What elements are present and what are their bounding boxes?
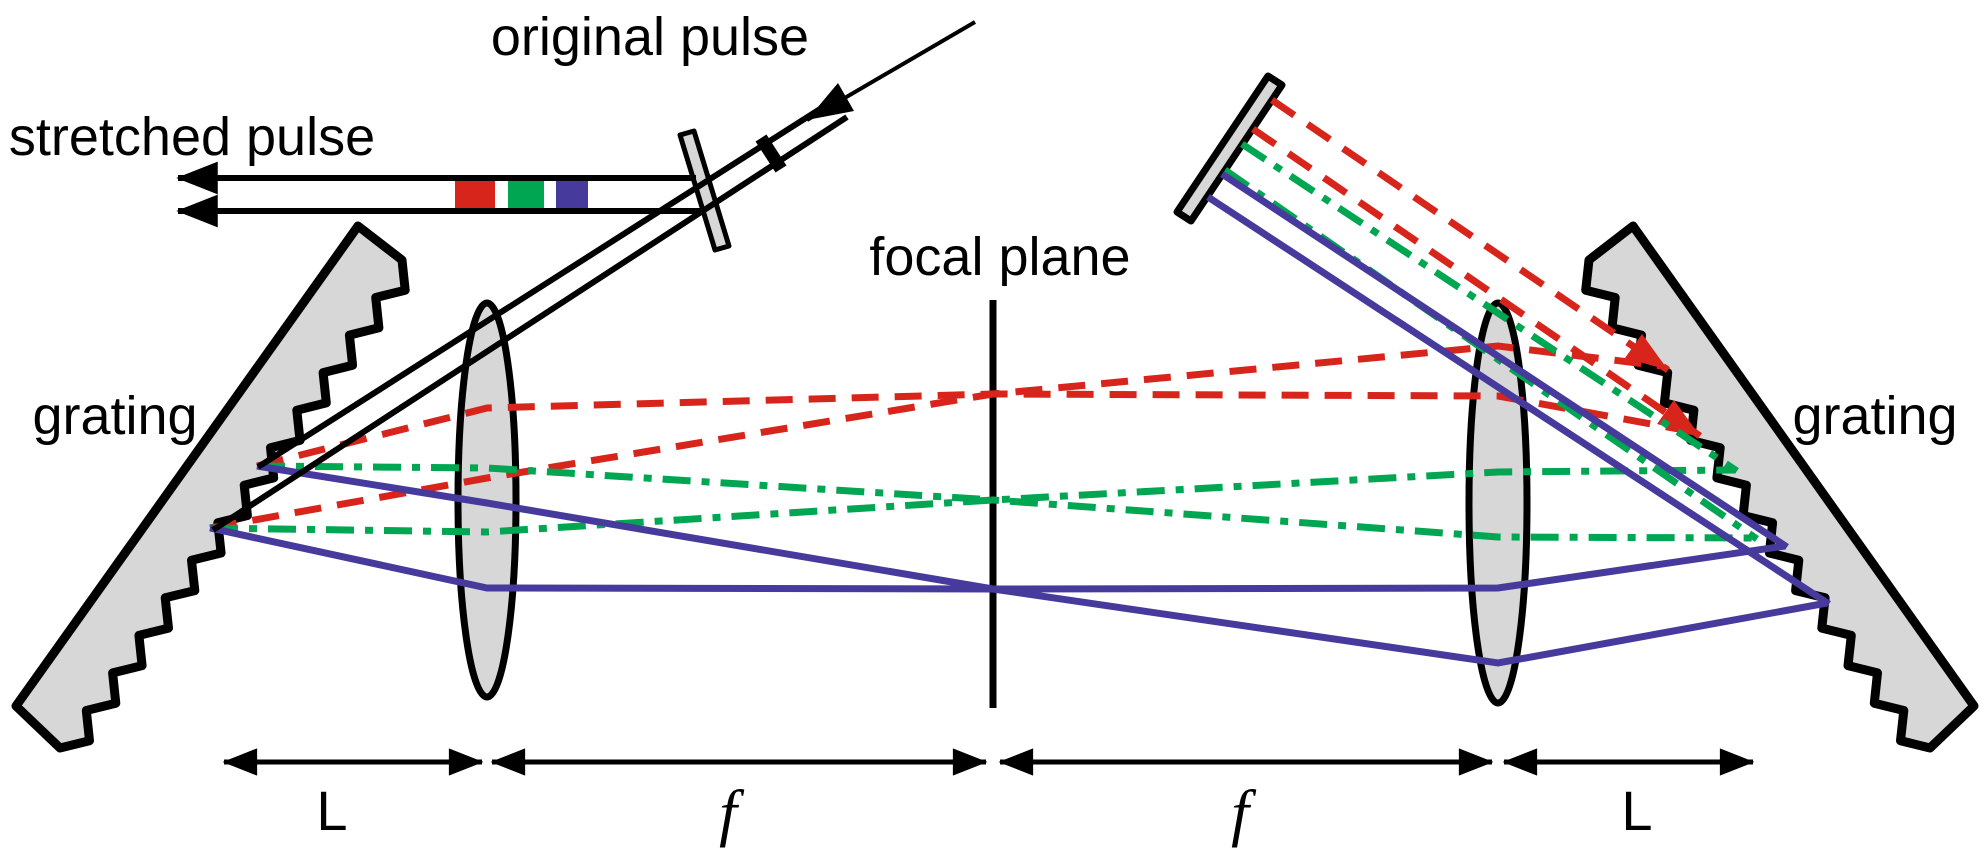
stretched-pulse-beam: [176, 161, 706, 228]
green-ray-mirror-1: [1240, 141, 1739, 474]
dim-label-l-left: L: [316, 779, 347, 842]
blue-ray-lower: [209, 524, 1786, 593]
red-pulse-block: [455, 181, 495, 208]
left-grating: [11, 221, 410, 753]
blue-ray-mirror-1: [1220, 171, 1789, 550]
input-beam-edge-upper: [256, 92, 844, 470]
red-ray-mirror-1: [1270, 97, 1670, 373]
right-lens: [1465, 299, 1531, 707]
dim-label-l-right: L: [1621, 779, 1652, 842]
stretched-pulse-label: stretched pulse: [9, 107, 375, 167]
short-pulse-marker: [755, 134, 787, 173]
green-ray-upper: [256, 462, 1756, 542]
red-arrowhead-2: [1657, 400, 1700, 436]
fold-mirror: [1173, 72, 1286, 225]
blue-pulse-block: [556, 181, 588, 208]
original-pulse-label: original pulse: [491, 7, 809, 67]
input-beam-edge-lower: [211, 114, 849, 533]
red-ray-lower: [209, 342, 1663, 532]
left-grating-label: grating: [32, 386, 197, 446]
right-grating: [1581, 221, 1979, 753]
green-pulse-block: [508, 181, 544, 208]
blue-rays: [209, 171, 1831, 667]
dim-label-f-right: f: [1231, 777, 1257, 848]
green-ray-mirror-2: [1223, 167, 1759, 542]
focal-plane-label: focal plane: [869, 227, 1130, 287]
right-grating-label: grating: [1792, 386, 1957, 446]
blue-ray-mirror-2: [1206, 194, 1831, 607]
green-ray-lower: [209, 466, 1736, 536]
red-ray-mirror-2: [1251, 126, 1702, 439]
red-arrowhead-1: [1625, 334, 1668, 370]
input-beam: [211, 20, 977, 533]
green-rays: [209, 141, 1759, 542]
dim-label-f-left: f: [719, 777, 745, 848]
